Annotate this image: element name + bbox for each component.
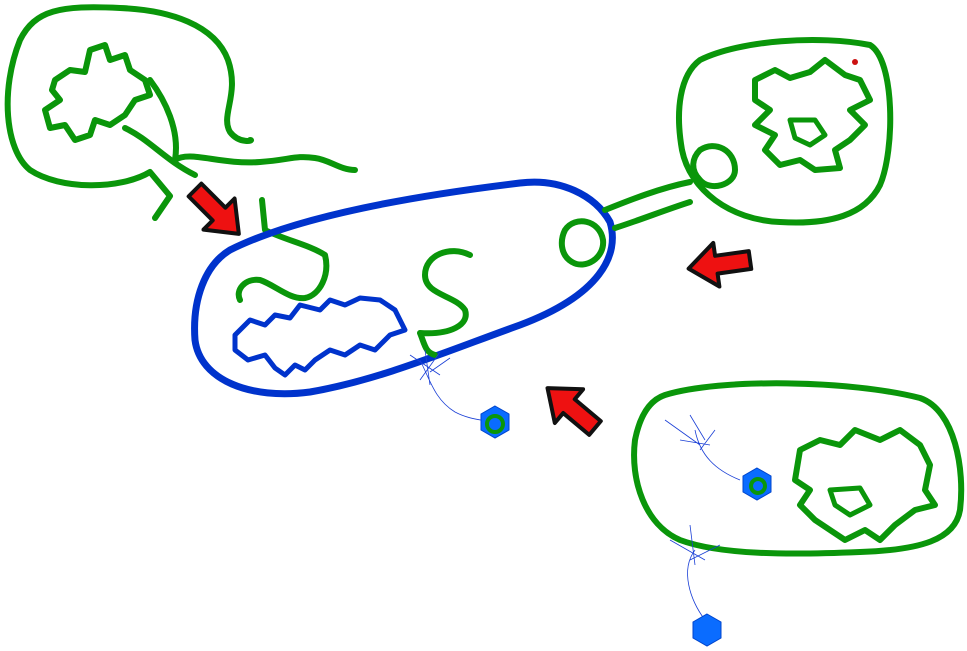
transfer-arrow [683,236,756,293]
transfer-arrow [531,369,612,447]
bacteriophage [409,349,510,439]
lysed-donor-cell [4,4,358,303]
recipient-cell [191,178,616,398]
bacteriophage [664,414,772,501]
transfer-arrow [179,174,254,249]
bacteriophage [669,524,722,647]
phage-infected-donor-cell [631,380,965,557]
conjugating-donor-cell [602,37,894,231]
